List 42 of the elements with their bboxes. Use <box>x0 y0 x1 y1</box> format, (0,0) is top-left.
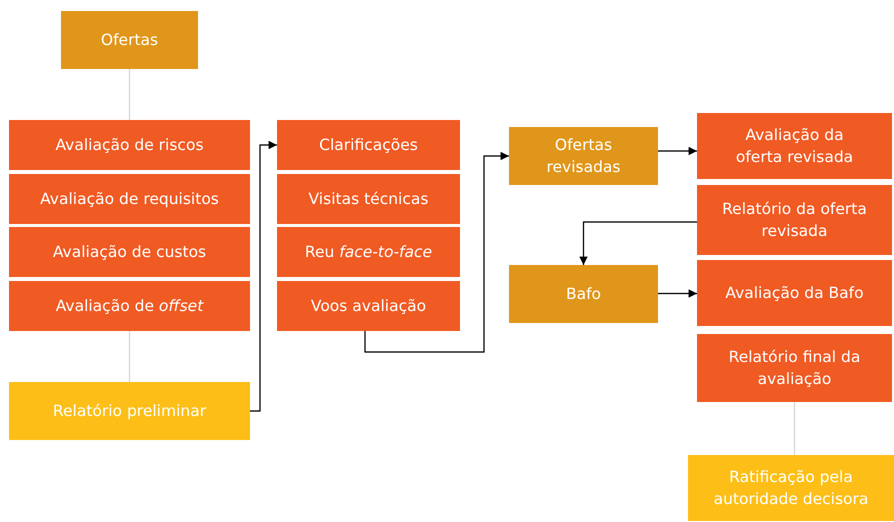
process-box <box>9 382 250 440</box>
connector-line <box>128 69 130 120</box>
box-label: Avaliação de offset <box>56 296 204 317</box>
box-label: Clarificações <box>319 135 418 156</box>
process-box <box>697 260 892 326</box>
box-label: Avaliação de requisitos <box>40 189 219 210</box>
box-label: Relatório final da avaliação <box>728 347 862 390</box>
box-label: Ofertas revisadas <box>545 135 622 178</box>
process-box <box>697 185 892 255</box>
box-label: Avaliação da oferta revisada <box>734 125 854 168</box>
box-label: Reu face-to-face <box>304 242 432 263</box>
arrow <box>579 221 697 265</box>
process-box <box>277 120 460 170</box>
arrow <box>658 146 697 156</box>
process-box <box>277 227 460 277</box>
box-label: Ofertas <box>100 30 158 51</box>
box-label: Bafo <box>566 284 602 305</box>
process-box <box>9 174 250 224</box>
connector-line <box>128 331 130 382</box>
box-label: Avaliação da Bafo <box>725 283 864 304</box>
box-label: Avaliação de riscos <box>55 135 204 156</box>
process-box <box>61 11 198 69</box>
process-box <box>509 265 658 323</box>
arrow <box>250 140 277 412</box>
box-label: Avaliação de custos <box>52 242 206 263</box>
process-box <box>9 120 250 170</box>
box-label: Voos avaliação <box>310 296 426 317</box>
process-box <box>697 113 892 179</box>
process-box <box>9 281 250 331</box>
process-box <box>688 455 894 521</box>
process-box <box>277 281 460 331</box>
arrow <box>364 152 509 353</box>
process-box <box>277 174 460 224</box>
box-label: Ratificação pela autoridade decisora <box>712 467 870 510</box>
process-box <box>697 334 892 402</box>
process-box <box>509 127 658 185</box>
box-label: Relatório preliminar <box>52 401 206 422</box>
connector-line <box>794 402 796 455</box>
arrow <box>658 289 697 298</box>
box-label: Relatório da oferta revisada <box>721 199 868 242</box>
box-label: Visitas técnicas <box>308 189 428 210</box>
process-box <box>9 227 250 277</box>
